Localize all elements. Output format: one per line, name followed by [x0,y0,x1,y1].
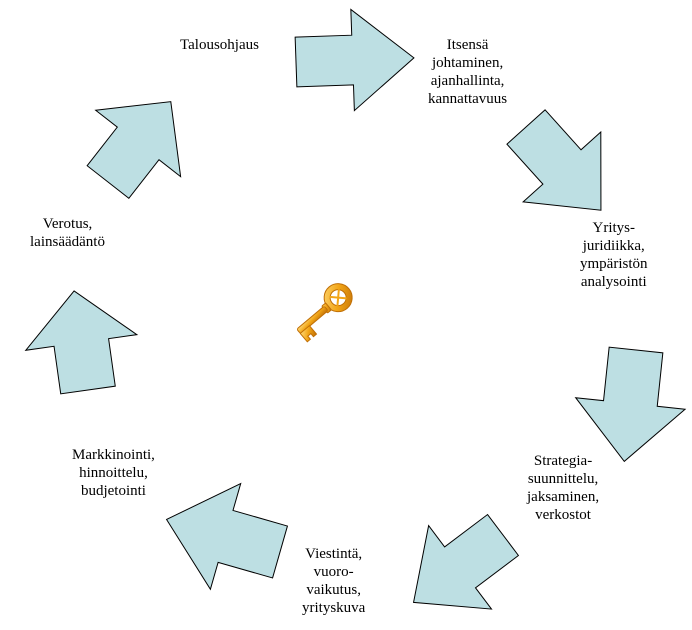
label-line: Yritys- [592,220,636,236]
arrow-right [570,344,691,467]
label-line: analysointi [580,274,647,290]
label-line: budjetointi [80,483,146,499]
label-line: Markkinointi, [72,447,155,463]
label-viestinta: Viestintä, vuoro- vaikutus, yrityskuva [302,545,365,617]
label-verotus: Verotus, lainsäädäntö [30,215,105,251]
label-line: Viestintä, [305,546,363,562]
label-line: vaikutus, [306,582,361,598]
label-line: Verotus, [42,216,93,232]
label-line: Itsensä [446,37,489,53]
label-talousohjaus: Talousohjaus [180,36,259,54]
arrow-bottom-right [382,493,534,630]
label-line: johtaminen, [431,55,504,71]
label-line: verkostot [535,507,591,523]
label-line: juridiikka, [582,238,645,254]
label-line: kannattavuus [428,91,508,107]
arrow-top-right [487,92,640,245]
arrow-top-left [66,68,214,215]
label-line: vuoro- [313,564,354,580]
label-line: hinnoittelu, [79,465,148,481]
label-yritysjuridiikka: Yritys- juridiikka, ympäristön analysoin… [580,219,648,291]
label-line: Talousohjaus [180,37,259,53]
arrow-left [19,283,144,398]
label-markkinointi: Markkinointi, hinnoittelu, budjetointi [72,446,155,500]
label-strategiasuunnittelu: Strategia- suunnittelu, jaksaminen, verk… [527,452,599,524]
label-itsensa-johtaminen: Itsensä johtaminen, ajanhallinta, kannat… [428,36,507,108]
label-line: Strategia- [533,453,593,469]
golden-key-icon [297,283,353,343]
label-line: jaksaminen, [527,489,600,505]
label-line: ajanhallinta, [430,73,505,89]
arrow-bottom-left [151,467,295,605]
label-line: suunnittelu, [527,471,599,487]
label-line: ympäristön [580,256,648,272]
label-line: yrityskuva [302,600,366,616]
label-line: lainsäädäntö [30,234,105,250]
arrow-top [294,7,415,112]
